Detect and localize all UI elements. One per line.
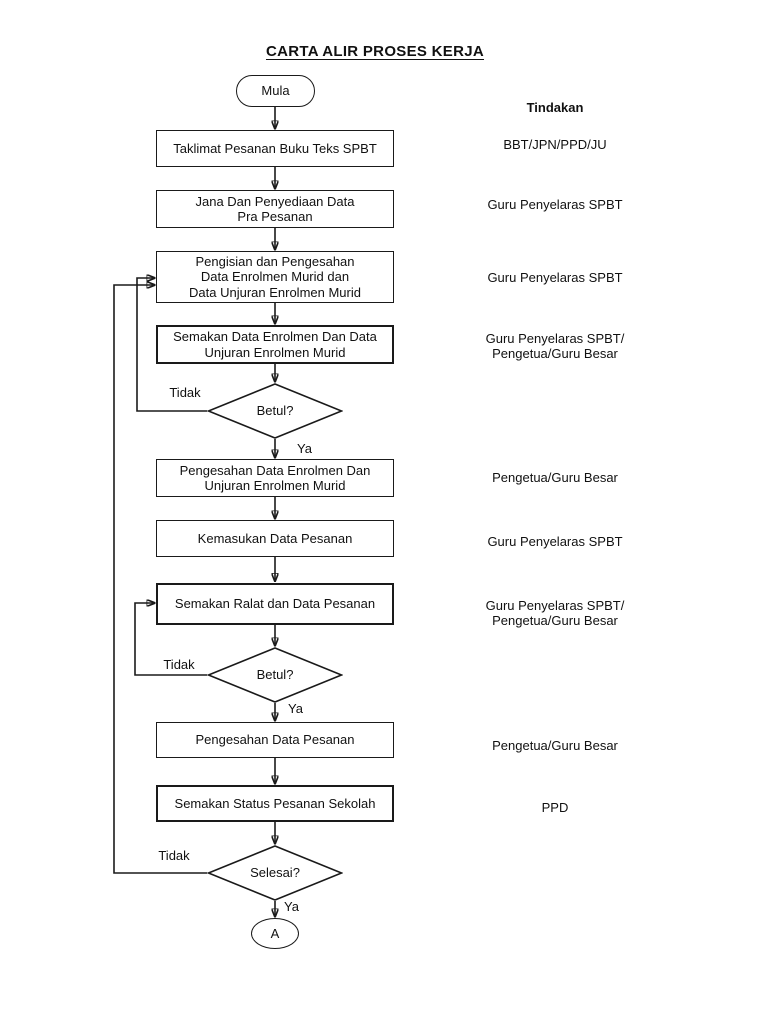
process-box-9-label: Semakan Status Pesanan Sekolah	[174, 795, 376, 811]
action-label-1: BBT/JPN/PPD/JU	[503, 137, 607, 152]
decision-2: Betul?	[207, 647, 343, 703]
action-label-8: Pengetua/Guru Besar	[492, 738, 618, 753]
process-box-3: Pengisian dan Pengesahan Data Enrolmen M…	[156, 251, 394, 303]
decision-2-label: Betul?	[256, 667, 294, 683]
end-connector: A	[251, 918, 299, 949]
page-title: CARTA ALIR PROSES KERJA	[265, 43, 485, 60]
decision-1-label: Betul?	[256, 403, 294, 419]
process-box-8: Pengesahan Data Pesanan	[156, 722, 394, 758]
process-box-2: Jana Dan Penyediaan Data Pra Pesanan	[156, 190, 394, 228]
decision-3-yes-label: Ya	[284, 899, 299, 914]
process-box-9: Semakan Status Pesanan Sekolah	[156, 785, 394, 822]
action-column-header: Tindakan	[526, 100, 584, 115]
process-box-3-label: Pengisian dan Pengesahan Data Enrolmen M…	[189, 253, 361, 300]
decision-3-label: Selesai?	[250, 865, 300, 881]
loop-decision2-no-to-box7	[134, 603, 207, 676]
process-box-2-label: Jana Dan Penyediaan Data Pra Pesanan	[195, 193, 355, 225]
diamond-shape	[207, 647, 343, 703]
end-connector-label: A	[270, 925, 280, 941]
action-label-9: PPD	[541, 800, 569, 815]
diamond-shape	[207, 383, 343, 439]
action-label-3: Guru Penyelaras SPBT	[487, 270, 623, 285]
decision-1-no-label: Tidak	[169, 385, 201, 400]
action-label-5: Pengetua/Guru Besar	[492, 470, 618, 485]
decision-2-yes-label: Ya	[288, 701, 303, 716]
decision-3: Selesai?	[207, 845, 343, 901]
process-box-6: Kemasukan Data Pesanan	[156, 520, 394, 557]
process-box-4: Semakan Data Enrolmen Dan Data Unjuran E…	[156, 325, 394, 364]
action-label-4: Guru Penyelaras SPBT/ Pengetua/Guru Besa…	[485, 331, 625, 361]
process-box-4-label: Semakan Data Enrolmen Dan Data Unjuran E…	[173, 329, 377, 360]
process-box-6-label: Kemasukan Data Pesanan	[197, 530, 353, 546]
loop-decision3-no-to-box3	[113, 285, 207, 874]
process-box-7-label: Semakan Ralat dan Data Pesanan	[174, 596, 376, 612]
loop-decision1-no-to-box3	[136, 278, 207, 412]
start-terminal-label: Mula	[261, 83, 290, 99]
diamond-shape	[207, 845, 343, 901]
action-label-2: Guru Penyelaras SPBT	[487, 197, 623, 212]
action-label-7: Guru Penyelaras SPBT/ Pengetua/Guru Besa…	[485, 598, 625, 628]
decision-3-no-label: Tidak	[158, 848, 190, 863]
process-box-8-label: Pengesahan Data Pesanan	[195, 732, 355, 748]
process-box-5: Pengesahan Data Enrolmen Dan Unjuran Enr…	[156, 459, 394, 497]
process-box-5-label: Pengesahan Data Enrolmen Dan Unjuran Enr…	[179, 462, 371, 494]
process-box-1: Taklimat Pesanan Buku Teks SPBT	[156, 130, 394, 167]
process-box-7: Semakan Ralat dan Data Pesanan	[156, 583, 394, 625]
decision-1-yes-label: Ya	[297, 441, 312, 456]
start-terminal: Mula	[236, 75, 315, 107]
action-label-6: Guru Penyelaras SPBT	[487, 534, 623, 549]
process-box-1-label: Taklimat Pesanan Buku Teks SPBT	[173, 140, 377, 156]
decision-2-no-label: Tidak	[163, 657, 195, 672]
decision-1: Betul?	[207, 383, 343, 439]
